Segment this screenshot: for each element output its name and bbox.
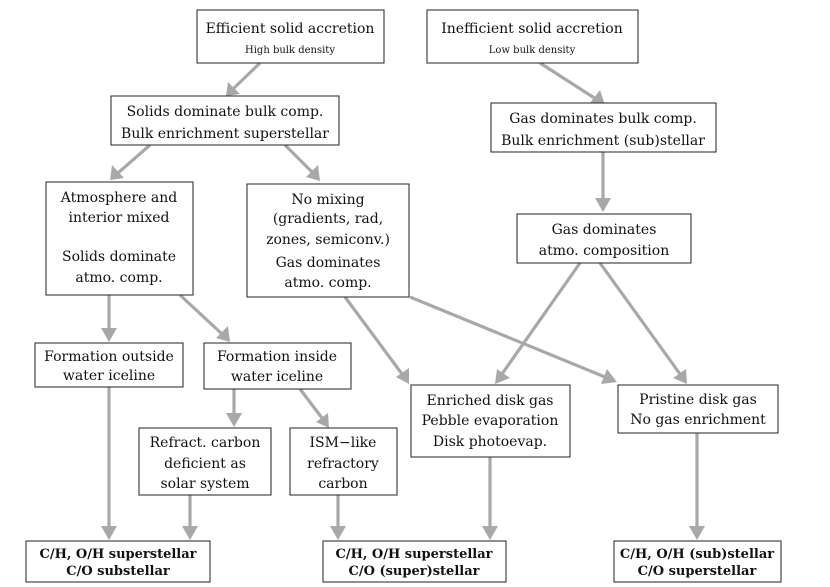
box-formation-inside-iceline-line-2: water iceline xyxy=(231,369,323,385)
box-no-mixing: No mixing (gradients, rad, zones, semico… xyxy=(246,183,410,298)
box-formation-outside-iceline: Formation outside water iceline xyxy=(34,342,184,388)
box-gas-dominates-bulk-line-2: Bulk enrichment (sub)stellar xyxy=(501,133,705,149)
box-solids-dominate-bulk: Solids dominate bulk comp. Bulk enrichme… xyxy=(110,95,340,146)
arrow-pristine-gas-to-result-right xyxy=(689,433,705,540)
box-gas-dominates-bulk-line-1: Gas dominates bulk comp. xyxy=(509,111,697,127)
box-ism-like-carbon: ISM−like refractory carbon xyxy=(289,427,398,496)
box-refractory-carbon-deficient-line-2: deficient as xyxy=(164,456,246,472)
box-inefficient-accretion-line-2: Low bulk density xyxy=(489,45,576,56)
arrow-no-mixing-to-enriched-gas xyxy=(343,296,409,384)
box-no-mixing-line-4: Gas dominates xyxy=(276,255,381,271)
box-formation-outside-iceline-line-1: Formation outside xyxy=(44,349,174,365)
box-result-right-line-1: C/H, O/H (sub)stellar xyxy=(620,547,774,562)
box-result-left: C/H, O/H superstellar C/O substellar xyxy=(25,540,211,583)
box-ism-like-carbon-line-3: carbon xyxy=(318,476,367,492)
arrow-gas-atmo-to-enriched-gas xyxy=(495,262,582,384)
box-atmosphere-mixed-line-1: Atmosphere and xyxy=(60,190,177,206)
box-efficient-accretion-line-1: Efficient solid accretion xyxy=(206,21,375,37)
box-no-mixing-line-5: atmo. comp. xyxy=(284,275,371,291)
box-pristine-disk-gas-line-1: Pristine disk gas xyxy=(639,392,757,408)
box-formation-inside-iceline-line-1: Formation inside xyxy=(217,349,337,365)
box-gas-dominates-atmo-line-2: atmo. composition xyxy=(539,243,669,259)
box-result-right: C/H, O/H (sub)stellar C/O superstellar xyxy=(613,540,782,583)
box-result-middle-line-2: C/O (super)stellar xyxy=(349,564,480,579)
box-result-middle-line-1: C/H, O/H superstellar xyxy=(335,547,492,562)
box-inefficient-accretion-line-1: Inefficient solid accretion xyxy=(441,21,623,37)
box-atmosphere-mixed-line-4: Solids dominate xyxy=(62,249,176,265)
box-result-middle: C/H, O/H superstellar C/O (super)stellar xyxy=(322,540,507,583)
box-result-left-line-2: C/O substellar xyxy=(66,564,170,579)
box-solids-dominate-bulk-line-2: Bulk enrichment superstellar xyxy=(121,126,329,142)
box-inefficient-accretion: Inefficient solid accretion Low bulk den… xyxy=(426,9,639,64)
box-gas-dominates-bulk: Gas dominates bulk comp. Bulk enrichment… xyxy=(490,102,717,153)
box-refractory-carbon-deficient-line-1: Refract. carbon xyxy=(150,435,261,451)
arrows xyxy=(101,61,705,540)
box-atmosphere-mixed-line-2: interior mixed xyxy=(68,210,169,226)
arrow-outside-ice-to-result-left xyxy=(101,387,117,540)
box-formation-outside-iceline-line-2: water iceline xyxy=(63,368,155,384)
box-solids-dominate-bulk-line-1: Solids dominate bulk comp. xyxy=(127,104,324,120)
box-formation-inside-iceline: Formation inside water iceline xyxy=(203,342,352,390)
box-refractory-carbon-deficient-line-3: solar system xyxy=(160,476,249,492)
box-efficient-accretion-line-2: High bulk density xyxy=(245,45,335,56)
box-enriched-disk-gas-line-2: Pebble evaporation xyxy=(422,413,559,429)
box-result-left-line-1: C/H, O/H superstellar xyxy=(39,547,196,562)
box-no-mixing-line-2: (gradients, rad, xyxy=(273,211,383,227)
box-no-mixing-line-1: No mixing xyxy=(291,192,364,208)
box-ism-like-carbon-line-1: ISM−like xyxy=(310,435,377,451)
box-enriched-disk-gas: Enriched disk gas Pebble evaporation Dis… xyxy=(410,384,571,458)
box-result-right-line-2: C/O superstellar xyxy=(638,564,757,579)
arrow-gas-bulk-to-gas-atmo xyxy=(595,152,611,212)
arrow-solids-bulk-to-atmo-mixed xyxy=(110,143,152,180)
box-gas-dominates-atmo-line-1: Gas dominates xyxy=(552,222,657,238)
arrow-inside-ice-to-refract-carbon xyxy=(226,389,242,427)
box-pristine-disk-gas-line-2: No gas enrichment xyxy=(630,412,766,428)
arrow-no-mixing-to-pristine-gas xyxy=(409,295,617,384)
box-ism-like-carbon-line-2: refractory xyxy=(307,456,379,472)
arrow-refract-carbon-to-result-left xyxy=(182,495,198,540)
arrow-ism-carbon-to-result-mid xyxy=(330,495,346,540)
arrow-atmo-mixed-to-outside-ice xyxy=(101,295,117,342)
box-efficient-accretion: Efficient solid accretion High bulk dens… xyxy=(196,9,385,64)
arrow-enriched-gas-to-result-mid xyxy=(482,457,498,540)
arrow-efficient-to-solids-bulk xyxy=(226,61,262,96)
arrow-atmo-mixed-to-inside-ice xyxy=(178,293,230,342)
box-enriched-disk-gas-line-3: Disk photoevap. xyxy=(433,434,547,450)
arrow-inefficient-to-gas-bulk xyxy=(539,61,605,105)
box-refractory-carbon-deficient: Refract. carbon deficient as solar syste… xyxy=(138,427,272,496)
arrow-inside-ice-to-ism-carbon xyxy=(298,388,329,428)
box-atmosphere-mixed-line-5: atmo. comp. xyxy=(75,270,162,286)
box-pristine-disk-gas: Pristine disk gas No gas enrichment xyxy=(617,384,779,434)
box-enriched-disk-gas-line-1: Enriched disk gas xyxy=(426,393,553,409)
box-no-mixing-line-3: zones, semiconv.) xyxy=(266,232,390,248)
arrow-gas-atmo-to-pristine-gas xyxy=(598,262,687,384)
box-atmosphere-mixed: Atmosphere and interior mixed Solids dom… xyxy=(45,181,194,296)
box-gas-dominates-atmo: Gas dominates atmo. composition xyxy=(516,213,692,264)
arrow-solids-bulk-to-no-mixing xyxy=(283,143,320,181)
